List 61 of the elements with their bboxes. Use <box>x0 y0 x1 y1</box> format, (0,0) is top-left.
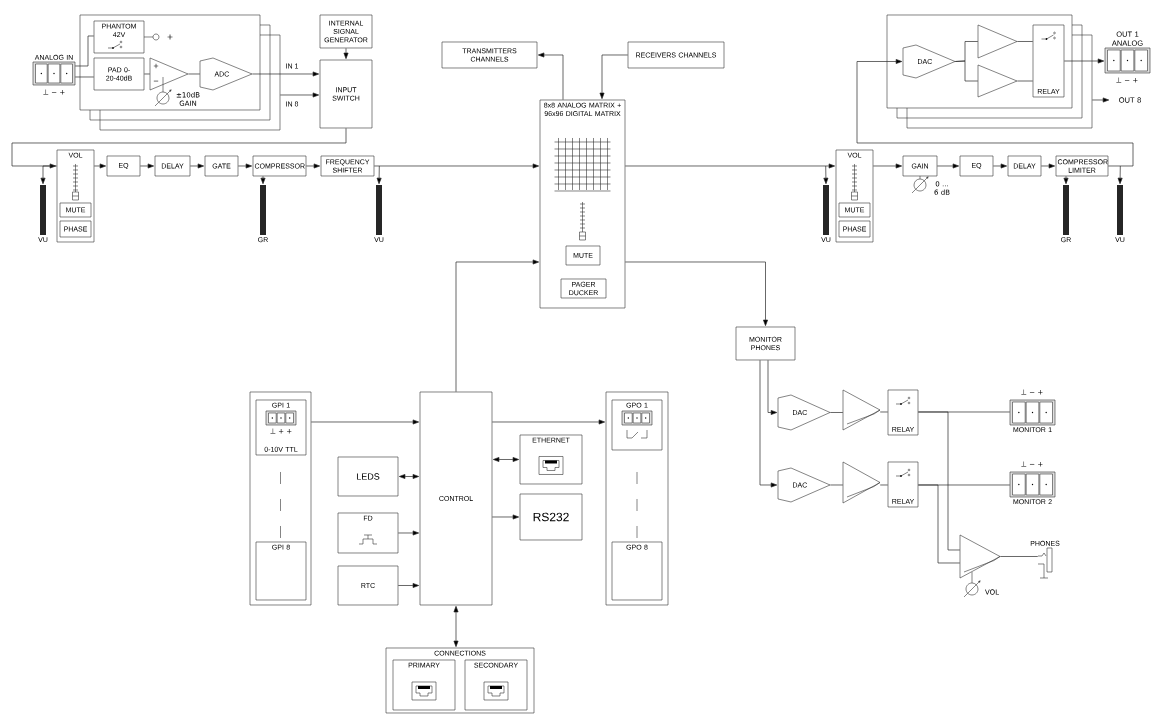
pin-label: + <box>167 34 173 40</box>
arrow <box>538 52 564 101</box>
connector-line <box>187 73 201 75</box>
connector-line <box>74 76 95 78</box>
connector-line <box>999 556 1039 557</box>
arrow <box>823 165 829 185</box>
arrow <box>376 165 382 185</box>
arrow <box>93 163 106 169</box>
arrow <box>493 457 519 462</box>
arrow <box>455 259 539 393</box>
arrow <box>1063 175 1069 185</box>
arrow <box>237 163 252 169</box>
amplifier-triangle <box>149 57 189 91</box>
arrow <box>491 514 519 520</box>
connector-line <box>954 60 979 82</box>
arrow <box>251 71 320 77</box>
connector-line <box>74 35 95 67</box>
arrow <box>759 359 778 488</box>
arrow <box>11 127 347 169</box>
connector-line <box>917 411 961 551</box>
arrow <box>453 606 459 647</box>
connector-line <box>917 484 961 564</box>
arrow <box>343 47 349 59</box>
arrow <box>1117 165 1123 185</box>
arrow <box>491 419 605 425</box>
arrow <box>260 175 266 185</box>
arrow <box>872 163 902 169</box>
arrow <box>624 261 768 326</box>
connector-line <box>1016 41 1034 42</box>
arrow <box>767 359 778 415</box>
amplifier-triangle <box>842 461 881 504</box>
arrow <box>40 165 58 185</box>
connector-line <box>829 484 844 486</box>
arrow <box>397 583 420 588</box>
connector-line <box>879 411 889 413</box>
arrow <box>1063 58 1105 64</box>
process-box: LEDS <box>337 456 399 497</box>
arrow <box>397 530 420 536</box>
arrow <box>310 419 420 425</box>
arrow <box>1091 97 1110 103</box>
amplifier-triangle <box>959 534 1001 579</box>
arrow <box>399 474 420 479</box>
amplifier-triangle <box>977 24 1018 59</box>
arrow <box>305 163 321 169</box>
arrow <box>936 163 959 169</box>
connector-line <box>1016 80 1034 82</box>
arrow <box>599 54 629 99</box>
arrow <box>856 59 1134 167</box>
arrow <box>992 163 1007 169</box>
connector-line <box>143 73 151 75</box>
port-box: RS232 <box>519 493 583 541</box>
arrow <box>139 163 154 169</box>
connector-line <box>829 412 844 413</box>
amplifier-triangle <box>977 64 1018 98</box>
arrow <box>279 92 320 98</box>
arrow <box>373 163 539 169</box>
connector-line <box>879 484 889 486</box>
arrow <box>189 163 204 169</box>
arrow <box>1040 163 1055 169</box>
amplifier-triangle <box>842 389 881 431</box>
arrow <box>624 163 835 169</box>
